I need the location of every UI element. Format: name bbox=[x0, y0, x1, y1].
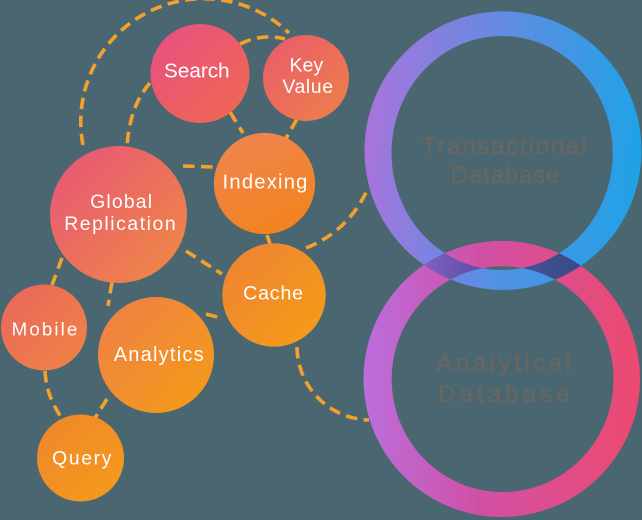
svg-text:Indexing: Indexing bbox=[223, 172, 309, 194]
svg-text:Global: Global bbox=[90, 191, 153, 213]
svg-text:Key: Key bbox=[289, 55, 323, 77]
svg-text:Value: Value bbox=[282, 76, 333, 98]
svg-text:Mobile: Mobile bbox=[12, 319, 80, 340]
svg-text:Database: Database bbox=[438, 381, 574, 408]
svg-text:Search: Search bbox=[164, 60, 230, 83]
svg-text:Analytics: Analytics bbox=[114, 344, 205, 366]
svg-text:Transactional: Transactional bbox=[422, 133, 589, 160]
svg-text:Analytical: Analytical bbox=[437, 350, 575, 377]
svg-text:Database: Database bbox=[451, 162, 560, 189]
svg-text:Replication: Replication bbox=[64, 213, 177, 235]
svg-text:Cache: Cache bbox=[243, 283, 304, 305]
svg-text:Query: Query bbox=[52, 449, 113, 470]
